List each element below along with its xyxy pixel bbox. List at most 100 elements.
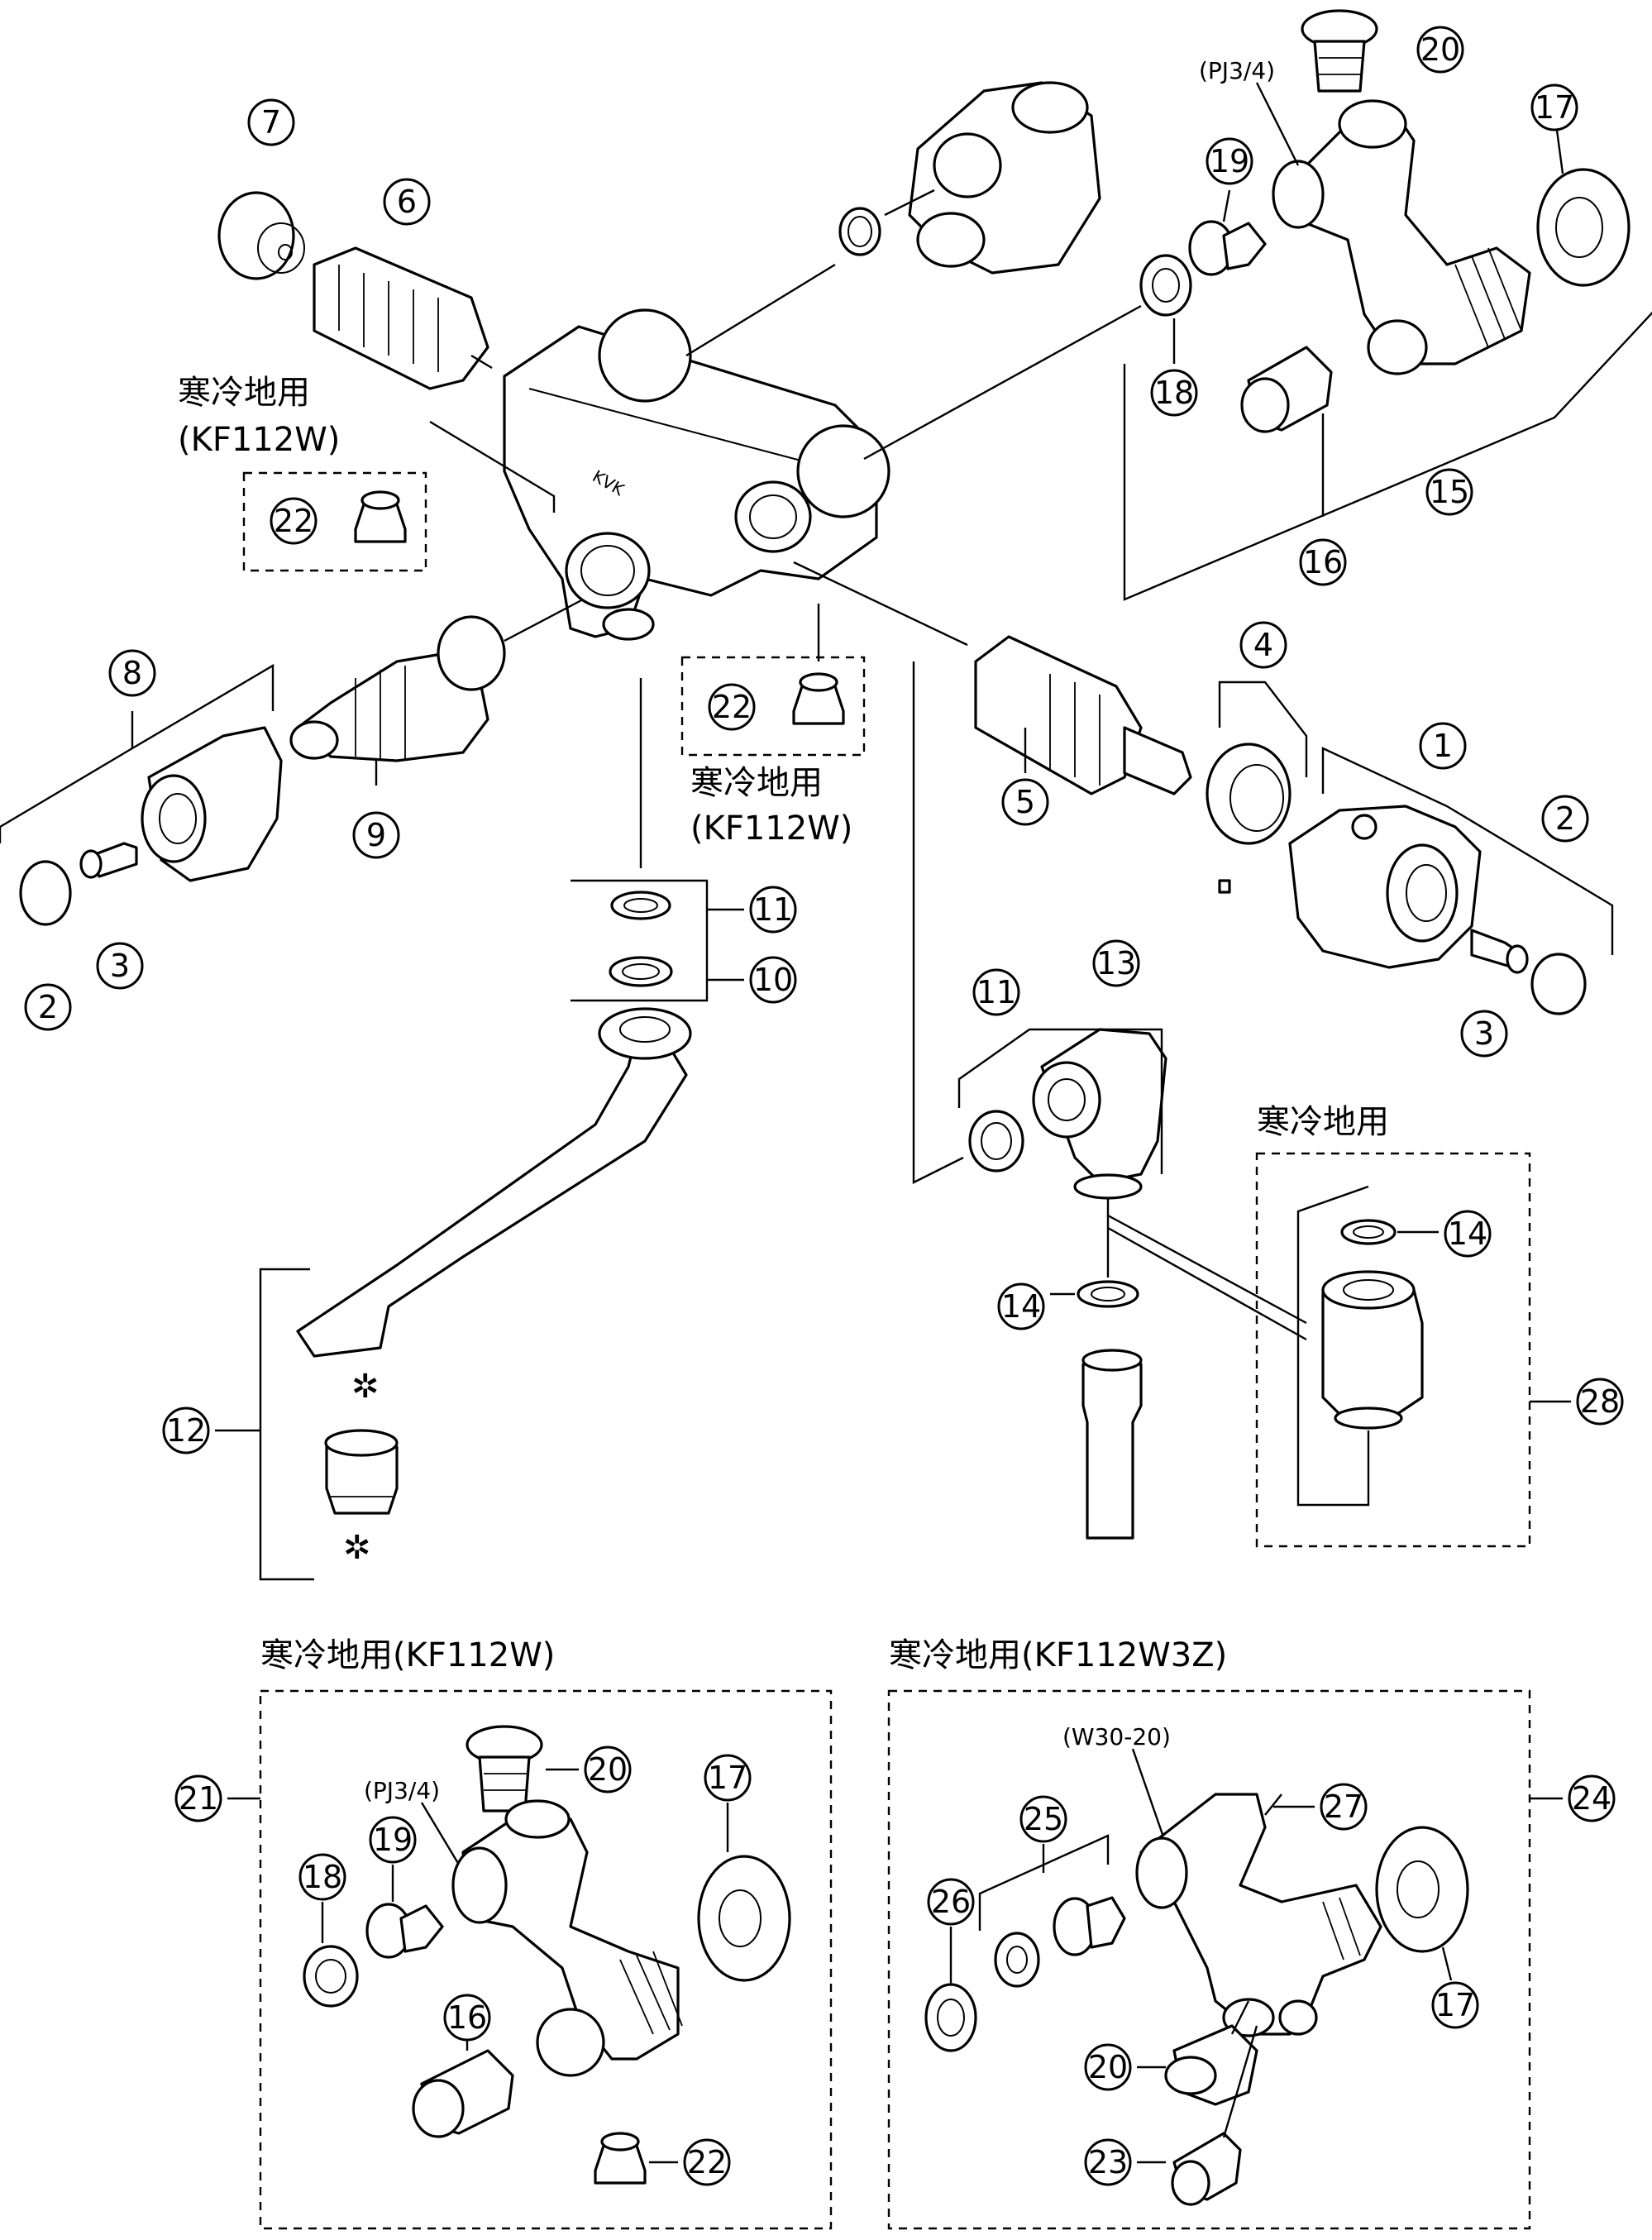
part-23-drain-valve	[1171, 2132, 1242, 2206]
part-4-ring	[1206, 743, 1292, 894]
callout-20-top: 20	[1416, 26, 1464, 74]
svg-text:12: 12	[166, 1412, 206, 1449]
callout-17-top: 17	[1530, 84, 1578, 131]
label-kf112w-left: (KF112W)	[178, 421, 340, 459]
part-11-ring-center	[610, 891, 671, 920]
part-18-gasket-left-box	[303, 1945, 359, 2008]
svg-text:27: 27	[1324, 1789, 1363, 1825]
callout-22-box: 22	[683, 2138, 731, 2186]
part-17-escutcheon-top	[1536, 168, 1631, 287]
part-12-aerator	[324, 1429, 399, 1515]
part-5-cartridge-right	[974, 635, 1192, 795]
svg-text:24: 24	[1572, 1780, 1611, 1817]
svg-text:6: 6	[397, 184, 417, 220]
part-1-handle-right	[1288, 805, 1482, 969]
hose-connector	[1081, 1349, 1143, 1540]
callout-5: 5	[1001, 778, 1049, 826]
svg-text:25: 25	[1024, 1801, 1063, 1837]
svg-text:22: 22	[274, 503, 313, 539]
svg-text:20: 20	[1420, 31, 1460, 68]
callout-14-center: 14	[997, 1282, 1045, 1330]
part-2-cap-left	[19, 860, 72, 926]
svg-text:9: 9	[366, 817, 386, 853]
part-15-elbow-fitting	[1272, 99, 1531, 375]
part-9-valve-stem	[289, 615, 506, 762]
option-box-24	[887, 1689, 1531, 2230]
callout-7: 7	[247, 98, 295, 146]
callout-25: 25	[1019, 1795, 1067, 1843]
svg-text:3: 3	[1474, 1015, 1494, 1052]
part-26-gasket	[924, 1983, 977, 2052]
callout-20-box-right: 20	[1084, 2043, 1132, 2091]
callout-16-top: 16	[1299, 538, 1347, 586]
callout-21: 21	[174, 1774, 222, 1822]
svg-text:17: 17	[1535, 89, 1574, 126]
part-20-valve-top	[1301, 9, 1378, 93]
svg-text:23: 23	[1088, 2144, 1128, 2180]
part-11-ring-right	[968, 1110, 1024, 1173]
part-8-handle-left	[141, 726, 283, 882]
callout-12: 12	[162, 1407, 210, 1454]
label-w30-20: (W30-20)	[1062, 1723, 1171, 1750]
svg-text:18: 18	[303, 1859, 342, 1895]
svg-text:19: 19	[373, 1822, 413, 1858]
callout-17-box-right: 17	[1431, 1981, 1479, 2029]
part-12-spout	[296, 1007, 692, 1358]
part-2-cap-right	[1530, 953, 1587, 1015]
callout-3-right: 3	[1460, 1010, 1508, 1058]
part-14-washer-right	[1340, 1219, 1397, 1245]
part-17-escutcheon-left-box	[697, 1855, 791, 1982]
svg-text:13: 13	[1096, 945, 1136, 981]
part-13-elbow	[1032, 1028, 1167, 1200]
part-27-body-fitting	[1135, 1793, 1382, 2037]
label-pj34-top: (PJ3/4)	[1199, 57, 1275, 84]
part-22-plug-left-box	[594, 2132, 647, 2185]
svg-text:15: 15	[1430, 474, 1469, 510]
svg-text:18: 18	[1154, 375, 1194, 411]
svg-text:20: 20	[588, 1751, 628, 1788]
part-22-plug-left	[354, 490, 407, 543]
callout-2-right: 2	[1541, 795, 1589, 843]
callout-18-top: 18	[1150, 369, 1198, 417]
aerator-mesh-bottom: ✲	[343, 1529, 371, 1567]
callout-8: 8	[108, 649, 156, 697]
cold-region-box-right	[1255, 1152, 1531, 1548]
top-elbow-fitting	[838, 81, 1101, 275]
callout-15: 15	[1425, 468, 1473, 516]
label-kf112w-center: (KF112W)	[690, 810, 852, 848]
part-10-ring-center	[609, 956, 673, 987]
part-18-gasket-top	[1139, 254, 1192, 317]
callout-23: 23	[1084, 2138, 1132, 2186]
callout-2-left: 2	[24, 983, 72, 1031]
callout-6: 6	[383, 178, 431, 226]
callout-3-left: 3	[96, 942, 144, 990]
part-19-check-valve-top	[1188, 220, 1267, 276]
option-box-21	[259, 1689, 833, 2230]
callout-13: 13	[1092, 939, 1140, 987]
part-15-elbow-left-box	[451, 1799, 683, 2077]
callout-11-right: 11	[972, 968, 1020, 1016]
svg-text:14: 14	[1001, 1288, 1041, 1325]
part-6-cartridge	[313, 246, 493, 390]
callout-9: 9	[352, 811, 400, 859]
part-19-check-valve-left-box	[365, 1903, 444, 1959]
callout-22-left: 22	[270, 497, 318, 545]
svg-text:2: 2	[38, 989, 58, 1025]
svg-text:11: 11	[976, 974, 1016, 1010]
svg-text:21: 21	[179, 1780, 218, 1817]
svg-text:16: 16	[447, 1999, 487, 2036]
callout-16-box: 16	[443, 1994, 491, 2042]
callout-26: 26	[927, 1878, 975, 1926]
callout-18-box: 18	[298, 1853, 346, 1901]
part-14-washer-center	[1077, 1280, 1139, 1308]
cold-region-box-center	[680, 656, 866, 757]
part-3-screw-left	[79, 842, 138, 879]
svg-text:7: 7	[261, 104, 281, 141]
part-28-nipple	[1321, 1270, 1424, 1430]
callout-14-right: 14	[1444, 1210, 1492, 1258]
svg-text:1: 1	[1433, 728, 1453, 764]
svg-text:4: 4	[1253, 627, 1273, 663]
callout-4: 4	[1239, 621, 1287, 669]
callout-1: 1	[1419, 722, 1467, 770]
callout-11-center: 11	[749, 886, 797, 934]
